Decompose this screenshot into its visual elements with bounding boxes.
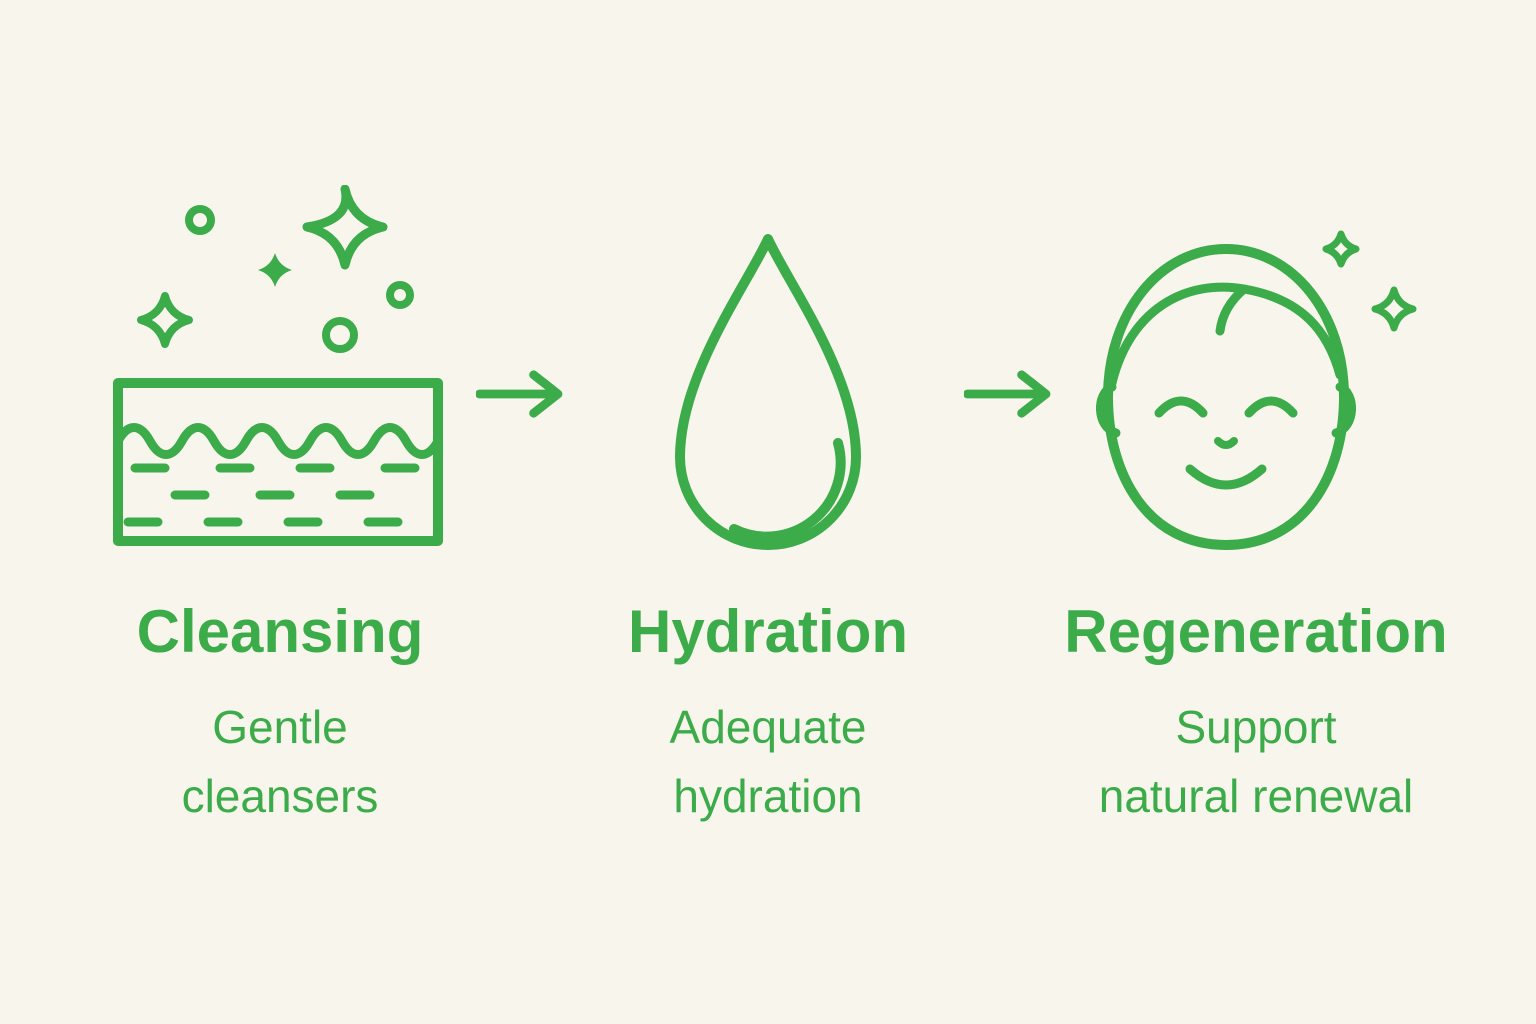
right-eye [1244,396,1298,418]
drop-outline [675,234,861,550]
sparkle-icon [258,253,292,287]
smiling-face-sparkles-icon [1088,180,1424,555]
subtitle-line: cleansers [181,770,379,822]
subtitle-line: Support [1175,701,1337,753]
hair-part [1215,284,1249,336]
right-arrow-svg [964,370,1051,418]
smiling-face-svg [1096,230,1417,550]
step-cleansing: Cleansing Gentle cleansers [84,180,476,831]
right-arrow-icon [476,362,572,426]
skin-block-outline [113,378,443,546]
step-title: Hydration [627,598,909,665]
step-hydration: Hydration Adequate hydration [572,180,964,831]
step-title: Cleansing [136,598,424,665]
subtitle-line: hydration [673,770,863,822]
right-arrow-svg [476,370,563,418]
subtitle-line: Adequate [669,701,867,753]
arrow-head [1017,370,1051,418]
skin-texture-dashes [123,463,420,527]
step-subtitle: Gentle cleansers [182,693,379,831]
water-drop-icon [648,180,888,555]
step-subtitle: Adequate hydration [670,693,867,831]
drop-highlight [729,438,846,542]
bubble-icon [322,317,358,353]
step-subtitle: Support natural renewal [1099,693,1414,831]
skin-surface-wave [113,423,443,459]
subtitle-line: Gentle [212,701,348,753]
water-drop-svg [675,234,861,550]
bubble-icon [185,205,215,235]
arrow-head [529,370,563,418]
sparkle-icon [302,185,388,270]
right-arrow-icon [964,362,1060,426]
skin-layer-sparkles-svg [113,185,443,546]
skin-layer-sparkles-icon [110,180,450,555]
head-outline [1103,244,1349,550]
bubble-icon [386,281,414,309]
left-eye [1154,396,1208,418]
nose [1214,437,1238,449]
step-title: Regeneration [1064,598,1448,665]
step-regeneration: Regeneration Support natural renewal [1060,180,1452,831]
hair-fringe [1107,282,1345,388]
sparkle-icon [1322,230,1360,268]
sparkle-icon [1371,286,1417,332]
subtitle-line: natural renewal [1098,770,1414,822]
smile [1185,464,1267,490]
sparkle-icon [137,292,193,348]
